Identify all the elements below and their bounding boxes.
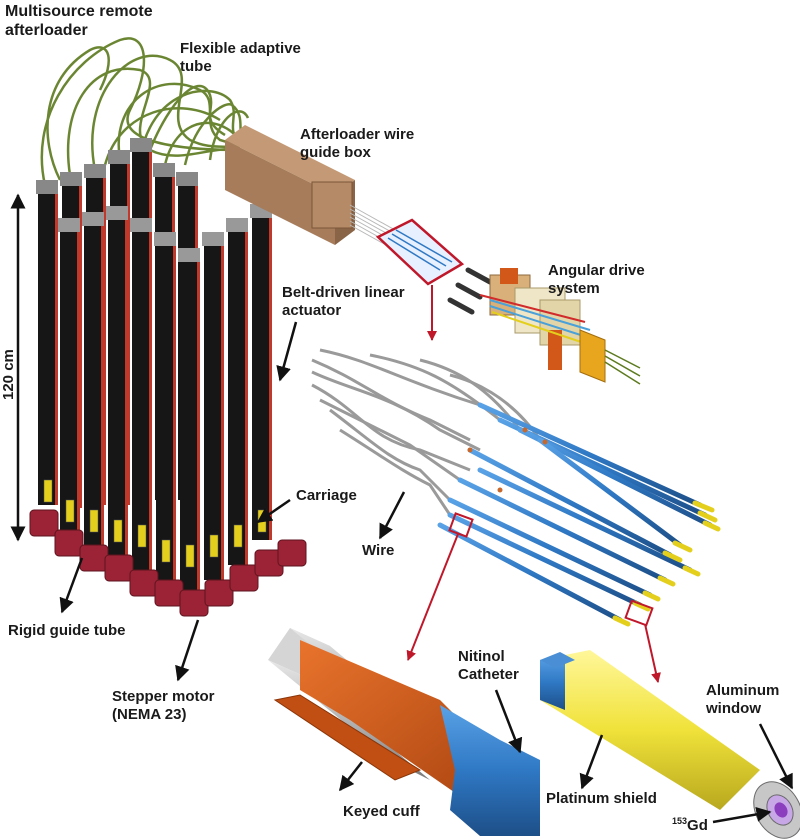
keyed-cuff-detail [268, 628, 540, 836]
nitinol-arrow [494, 689, 523, 754]
aluminum-arrow [758, 723, 794, 790]
source-tip-detail [540, 650, 800, 839]
flexible-tubes [40, 37, 250, 186]
callout-box-top [375, 218, 465, 341]
wire-arrow [378, 491, 406, 540]
actuator-front-row [58, 204, 272, 590]
stepper-motor-label: Stepper motor(NEMA 23) [112, 688, 215, 723]
keyed-cuff-label: Keyed cuff [343, 803, 420, 820]
rigid-guide-label: Rigid guide tube [8, 622, 126, 639]
stepper-arrow [175, 619, 200, 682]
pointer-arrows [10, 193, 794, 824]
callout-box-cuff [406, 512, 474, 661]
gd-arrow [712, 806, 772, 824]
wire-guide-box [225, 125, 355, 245]
wire-label: Wire [362, 542, 395, 559]
angular-drive-system [447, 267, 641, 385]
height-label: 120 cm [0, 349, 17, 400]
wire-detail-view [311, 348, 721, 627]
belt-arrow [276, 321, 298, 382]
rigid-guide-arrow [59, 557, 84, 614]
cuff-arrow [339, 761, 363, 792]
callout-box-tip [624, 599, 661, 683]
platinum-arrow [579, 734, 604, 790]
stepper-motors [29, 509, 307, 617]
carriage-arrow [256, 498, 291, 524]
carriage-label: Carriage [296, 487, 357, 504]
platinum-shield-label: Platinum shield [546, 790, 657, 807]
gd-source-label: 153Gd [672, 816, 708, 834]
linear-actuator-array [29, 138, 307, 617]
